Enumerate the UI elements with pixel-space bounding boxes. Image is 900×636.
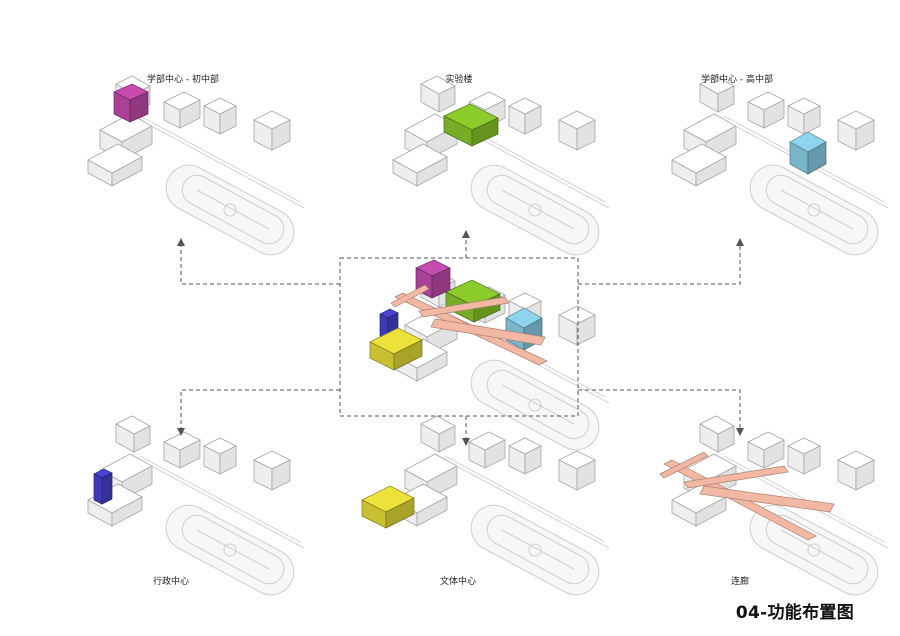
arrow-up-icon (462, 230, 470, 238)
arrow-up-icon (177, 238, 185, 246)
arrow-down-icon (736, 428, 744, 436)
label-junior: 学部中心 - 初中部 (147, 75, 219, 85)
label-culture: 文体中心 (439, 577, 477, 587)
arrow-down-icon (462, 438, 470, 446)
admin-building-bottom (93, 468, 113, 505)
label-corridor: 连廊 (730, 577, 750, 587)
center-frame (339, 257, 579, 417)
arrow-up-icon (736, 238, 744, 246)
label-senior: 学部中心 - 高中部 (701, 75, 773, 85)
culture-building-center (369, 327, 423, 371)
arrow-down-icon (177, 428, 185, 436)
lab-building-top (443, 103, 499, 147)
junior-building-top (113, 83, 149, 123)
corridor-center (390, 284, 548, 366)
dashed-arrows (180, 238, 741, 438)
junior-building-center (415, 259, 451, 299)
culture-building-bottom (361, 485, 415, 529)
senior-building-top (789, 131, 827, 175)
arrowheads (177, 230, 744, 446)
corridor-bottom (659, 451, 835, 541)
page-title: 04-功能布置图 (735, 603, 854, 623)
label-lab: 实验楼 (445, 75, 473, 85)
label-admin: 行政中心 (152, 577, 190, 587)
